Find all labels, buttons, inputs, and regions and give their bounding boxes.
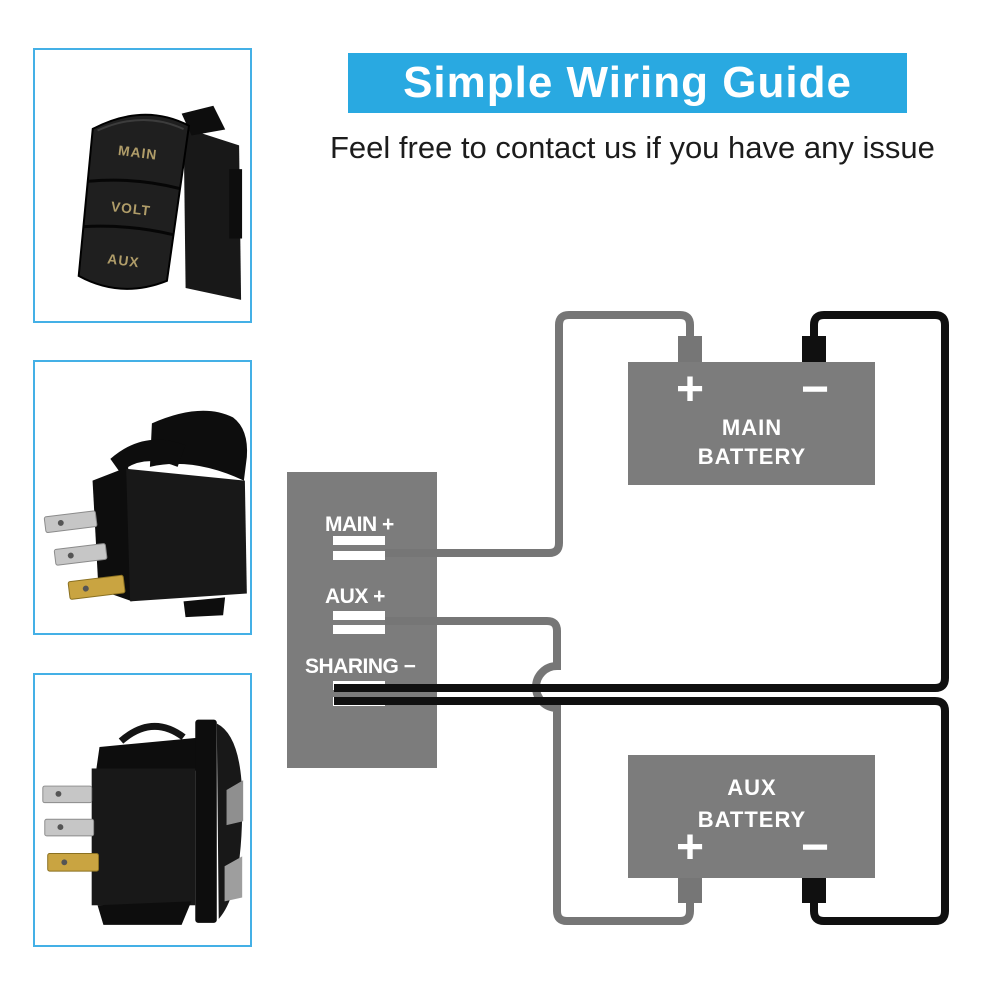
main-battery: + − MAIN BATTERY	[628, 362, 875, 485]
switch-top-lever	[118, 722, 186, 744]
terminal-hole-2	[57, 824, 64, 831]
rocker-highlight-upper	[226, 780, 244, 826]
aux-battery-name-line2: BATTERY	[698, 807, 806, 832]
terminal-bars-main	[333, 536, 385, 560]
switch-body-foot	[97, 901, 192, 925]
rocker-switch-front-illustration: MAIN VOLT AUX	[77, 105, 243, 300]
aux-battery: AUX BATTERY + −	[628, 755, 875, 878]
switch-front-face: MAIN VOLT AUX	[77, 113, 191, 290]
aux-battery-plus-sign: +	[676, 821, 704, 874]
switch-top-cap	[95, 737, 204, 775]
switch-face-label-main: MAIN	[117, 142, 158, 163]
switch-body-main	[91, 768, 196, 906]
switch-mount-plate	[195, 719, 217, 923]
title-banner: Simple Wiring Guide	[348, 53, 907, 113]
terminal-spade-silver-2	[44, 818, 95, 837]
terminal-label-main-positive: MAIN +	[325, 513, 394, 536]
terminal-hole-3	[82, 585, 89, 592]
main-negative-wire	[334, 311, 949, 692]
rocker-switch-side-angled-illustration	[43, 410, 248, 618]
aux-battery-negative-post	[802, 876, 826, 903]
terminal-spade-gold	[67, 574, 126, 600]
switch-body-main	[126, 468, 247, 602]
aux-battery-positive-post	[678, 876, 702, 903]
rocker-switch-profile-illustration	[42, 719, 244, 925]
switch-terminals	[43, 510, 126, 600]
terminal-spade-silver-1	[43, 510, 98, 533]
switch-bracket	[229, 169, 243, 239]
subtitle-text: Feel free to contact us if you have any …	[330, 130, 935, 165]
switch-bracket-arm	[110, 439, 186, 473]
aux-battery-name-line1: AUX	[727, 775, 776, 800]
terminal-spade-silver-2	[53, 543, 108, 566]
switch-face-label-volt: VOLT	[110, 198, 152, 219]
aux-battery-minus-sign: −	[801, 821, 829, 874]
rocker-switch-side-angled-photo	[33, 360, 252, 635]
main-battery-name-line2: BATTERY	[698, 444, 806, 469]
main-positive-wire	[385, 311, 694, 557]
terminal-hole-3	[61, 859, 68, 866]
sharing-aux-negative-wire	[334, 697, 949, 925]
terminal-label-sharing-negative: SHARING −	[305, 655, 416, 678]
terminal-spade-gold	[47, 853, 100, 872]
terminal-bars-aux	[333, 611, 385, 634]
main-battery-name-line1: MAIN	[722, 415, 782, 440]
rocker-switch-front-photo: MAIN VOLT AUX	[33, 48, 252, 323]
switch-face-label-aux: AUX	[107, 251, 141, 271]
main-battery-positive-post	[678, 336, 702, 364]
switch-terminals	[42, 785, 100, 872]
switch-rear-body	[183, 127, 242, 300]
main-battery-plus-sign: +	[676, 363, 704, 416]
main-battery-negative-post	[802, 336, 826, 364]
terminal-hole-1	[55, 790, 62, 797]
rocker-highlight-lower	[224, 856, 243, 902]
terminal-label-aux-positive: AUX +	[325, 585, 385, 608]
switch-body-left-face	[92, 466, 133, 602]
terminal-hole-2	[67, 552, 74, 559]
rocker-switch-profile-photo	[33, 673, 252, 947]
terminal-spade-silver-1	[42, 785, 93, 804]
main-battery-minus-sign: −	[801, 363, 829, 416]
terminal-hole-1	[57, 519, 64, 526]
switch-mount-tab	[181, 105, 226, 136]
switch-body-foot	[183, 597, 226, 618]
